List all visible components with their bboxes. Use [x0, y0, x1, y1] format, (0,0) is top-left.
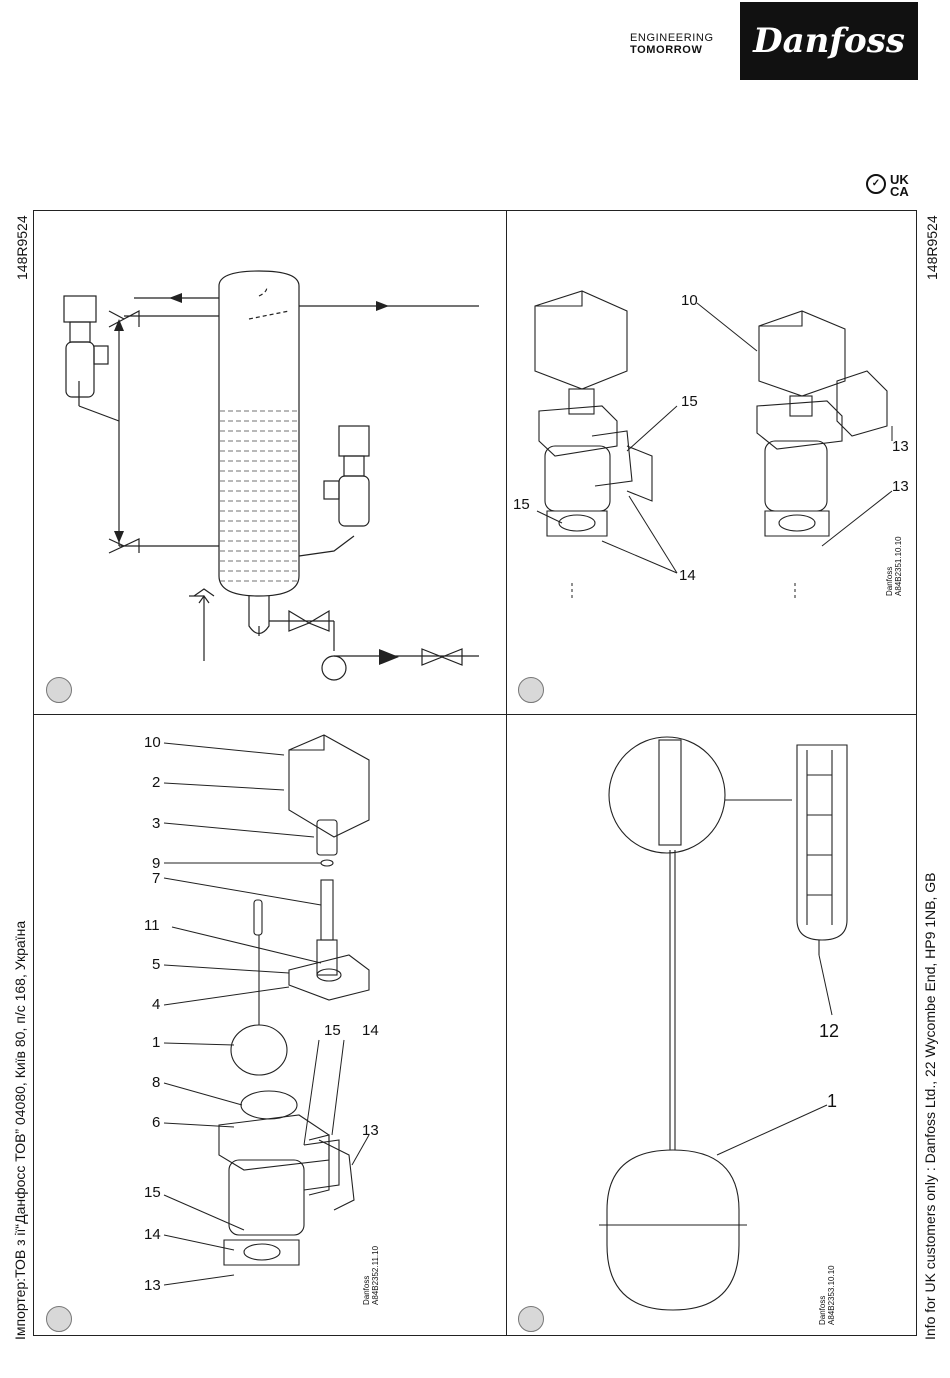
p3-label-6: 6	[152, 1114, 160, 1131]
brand-tagline: ENGINEERING TOMORROW	[630, 32, 714, 56]
panel4-float-illustration: 12 1 Danfoss A84B2353.10.10	[599, 736, 848, 1325]
p3-label-4: 4	[152, 996, 160, 1013]
p3-label-9: 9	[152, 855, 160, 872]
p3-label-10: 10	[144, 734, 161, 751]
p3-ref-code: A84B2352.11.10	[371, 1245, 380, 1305]
p3-label-7: 7	[152, 870, 160, 887]
doc-code-right: 148R9524	[924, 215, 940, 280]
p2-ref-brand: Danfoss	[885, 567, 894, 596]
panel4-badge	[518, 1306, 544, 1332]
panel2-badge	[518, 677, 544, 703]
p3-label-5: 5	[152, 956, 160, 973]
p3-label-14a: 14	[144, 1226, 161, 1243]
p2-label-13a: 13	[892, 438, 909, 455]
p3-label-14b: 14	[362, 1022, 379, 1039]
vertical-divider	[506, 210, 507, 1336]
importer-text: Імпортер:ТОВ з ії“Данфосс ТОВ” 04080, Ки…	[12, 920, 28, 1340]
tagline-line1: ENGINEERING	[630, 32, 714, 44]
figure-frame	[33, 210, 917, 1336]
p4-ref-brand: Danfoss	[818, 1296, 827, 1325]
p2-label-15b: 15	[513, 496, 530, 513]
p3-label-15b: 15	[324, 1022, 341, 1039]
logo-text: Danfoss	[753, 21, 905, 61]
panel3-exploded-view: 10 2 3 9 7 11 5 4 1 8 6 15 14 13 15 14 1…	[144, 734, 380, 1305]
p3-label-1: 1	[152, 1034, 160, 1051]
p3-ref-brand: Danfoss	[362, 1276, 371, 1305]
p2-ref-code: A84B2351.10.10	[894, 536, 903, 596]
horizontal-divider	[33, 714, 917, 715]
doc-code-left: 148R9524	[14, 215, 30, 280]
p2-label-10: 10	[681, 292, 698, 309]
p4-label-1: 1	[827, 1091, 837, 1111]
p3-label-3: 3	[152, 815, 160, 832]
panel1-schematic	[63, 270, 479, 681]
p4-ref-code: A84B2353.10.10	[827, 1265, 836, 1325]
p3-label-11: 11	[144, 917, 160, 934]
uk-info-text: Info for UK customers only : Danfoss Ltd…	[922, 872, 938, 1340]
panel2-illustration: 10 15 15 14 13 13 Danfoss A84B2351.10.10	[513, 290, 909, 601]
p3-label-8: 8	[152, 1074, 160, 1091]
p2-label-14: 14	[679, 567, 696, 584]
tagline-line2: TOMORROW	[630, 44, 703, 56]
p2-label-15a: 15	[681, 393, 698, 410]
p3-label-2: 2	[152, 774, 160, 791]
danfoss-logo: Danfoss	[740, 2, 918, 80]
panel3-badge	[46, 1306, 72, 1332]
ukca-line2: CA	[890, 184, 909, 199]
p3-label-15a: 15	[144, 1184, 161, 1201]
ukca-line1: UK	[890, 172, 909, 187]
p3-label-13a: 13	[144, 1277, 161, 1294]
p4-label-12: 12	[819, 1021, 839, 1041]
panel1-badge	[46, 677, 72, 703]
ukca-circle-icon: ✓	[866, 174, 886, 194]
p3-label-13b: 13	[362, 1122, 379, 1139]
p2-label-13b: 13	[892, 478, 909, 495]
